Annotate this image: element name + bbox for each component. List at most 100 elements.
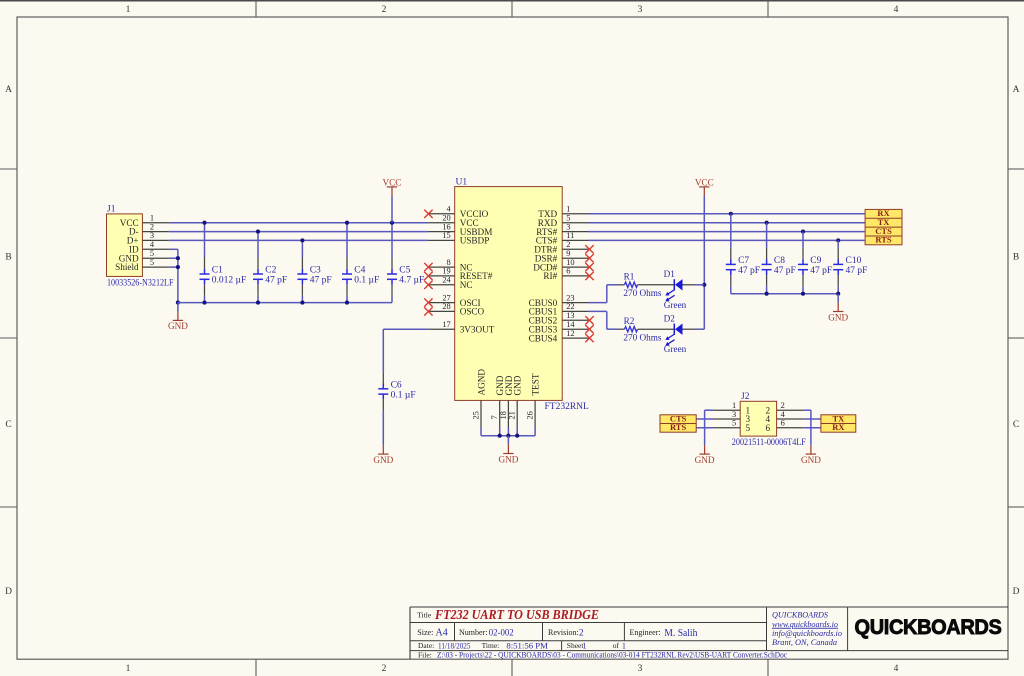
svg-text:2: 2 xyxy=(566,240,570,249)
svg-text:Green: Green xyxy=(664,344,687,354)
svg-text:5: 5 xyxy=(566,214,570,223)
svg-text:D: D xyxy=(5,587,12,597)
svg-text:A4: A4 xyxy=(436,628,448,639)
svg-text:19: 19 xyxy=(442,267,450,276)
svg-text:D+: D+ xyxy=(127,236,139,246)
svg-text:1: 1 xyxy=(126,664,131,674)
svg-text:DTR#: DTR# xyxy=(534,245,557,255)
svg-text:4.7 µF: 4.7 µF xyxy=(399,276,424,286)
svg-text:25: 25 xyxy=(471,411,480,419)
svg-text:D: D xyxy=(1013,587,1020,597)
svg-text:CTS#: CTS# xyxy=(536,236,558,246)
svg-text:C9: C9 xyxy=(810,256,821,266)
svg-text:11: 11 xyxy=(566,231,574,240)
svg-text:4: 4 xyxy=(766,414,771,424)
svg-text:Sheet: Sheet xyxy=(567,641,585,650)
svg-text:0.1 µF: 0.1 µF xyxy=(354,276,379,286)
svg-text:C: C xyxy=(5,420,11,430)
svg-text:TXD: TXD xyxy=(538,209,557,219)
svg-text:11/18/2025: 11/18/2025 xyxy=(438,641,471,650)
svg-text:GND: GND xyxy=(513,375,523,395)
svg-text:9: 9 xyxy=(566,249,570,258)
svg-text:47 pF: 47 pF xyxy=(738,266,760,276)
svg-text:3: 3 xyxy=(150,231,154,240)
svg-text:RI#: RI# xyxy=(543,271,557,281)
svg-text:28: 28 xyxy=(442,302,450,311)
svg-text:TX: TX xyxy=(832,413,845,423)
svg-text:0.1 µF: 0.1 µF xyxy=(391,391,416,401)
svg-text:www.quickboards.io: www.quickboards.io xyxy=(772,619,839,629)
svg-text:Number:: Number: xyxy=(459,628,487,637)
svg-text:10033526-N3212LF: 10033526-N3212LF xyxy=(107,279,174,289)
svg-text:4: 4 xyxy=(150,240,155,249)
svg-text:2: 2 xyxy=(766,405,771,415)
svg-text:FT232 UART TO USB BRIDGE: FT232 UART TO USB BRIDGE xyxy=(434,607,599,622)
svg-text:0.012 µF: 0.012 µF xyxy=(212,276,247,286)
svg-text:File:: File: xyxy=(418,650,432,659)
svg-text:AGND: AGND xyxy=(476,369,486,396)
svg-text:R1: R1 xyxy=(624,271,635,281)
svg-text:TEST: TEST xyxy=(531,373,541,395)
svg-text:Time:: Time: xyxy=(482,641,500,650)
svg-text:J1: J1 xyxy=(107,204,116,214)
svg-text:3: 3 xyxy=(566,222,570,231)
svg-text:47 pF: 47 pF xyxy=(265,276,287,286)
svg-text:C5: C5 xyxy=(399,266,410,276)
svg-text:GND: GND xyxy=(695,455,715,465)
svg-text:Engineer:: Engineer: xyxy=(630,628,661,637)
svg-text:D-: D- xyxy=(129,227,139,237)
svg-text:3: 3 xyxy=(638,5,643,15)
svg-text:A: A xyxy=(1013,85,1020,95)
svg-text:2: 2 xyxy=(579,629,584,639)
svg-text:1: 1 xyxy=(583,641,587,650)
svg-text:CBUS3: CBUS3 xyxy=(529,324,558,334)
svg-text:of: of xyxy=(613,641,620,650)
svg-text:1: 1 xyxy=(732,401,736,410)
svg-text:VCC: VCC xyxy=(460,218,479,228)
svg-text:270 Ohms: 270 Ohms xyxy=(623,288,661,298)
svg-text:OSCO: OSCO xyxy=(460,307,485,317)
svg-text:Size:: Size: xyxy=(417,628,433,637)
svg-text:USBDP: USBDP xyxy=(460,236,490,246)
svg-text:1: 1 xyxy=(746,405,751,415)
svg-text:C7: C7 xyxy=(738,256,749,266)
svg-text:1: 1 xyxy=(566,205,570,214)
svg-text:Title: Title xyxy=(417,610,432,619)
svg-text:12: 12 xyxy=(566,329,574,338)
svg-text:CBUS4: CBUS4 xyxy=(529,333,558,343)
svg-text:14: 14 xyxy=(566,320,575,329)
svg-text:GND: GND xyxy=(495,375,505,395)
svg-text:B: B xyxy=(5,253,11,263)
svg-text:D2: D2 xyxy=(664,314,676,324)
svg-text:10: 10 xyxy=(566,258,574,267)
svg-text:info@quickboards.io: info@quickboards.io xyxy=(772,628,843,638)
svg-text:3: 3 xyxy=(732,410,736,419)
svg-text:CBUS0: CBUS0 xyxy=(529,298,558,308)
svg-text:GND: GND xyxy=(828,312,848,322)
svg-text:RX: RX xyxy=(877,208,890,218)
svg-text:24: 24 xyxy=(442,276,451,285)
svg-text:2: 2 xyxy=(150,222,154,231)
svg-text:CBUS2: CBUS2 xyxy=(529,316,558,326)
svg-text:4: 4 xyxy=(894,5,899,15)
svg-text:1: 1 xyxy=(622,641,626,650)
svg-text:QUICKBOARDS: QUICKBOARDS xyxy=(772,610,829,620)
svg-text:VCC: VCC xyxy=(383,178,402,188)
svg-text:2: 2 xyxy=(382,5,387,15)
svg-text:2: 2 xyxy=(781,401,785,410)
svg-text:RXD: RXD xyxy=(538,218,558,228)
svg-text:4: 4 xyxy=(447,205,452,214)
svg-text:13: 13 xyxy=(566,311,574,320)
svg-text:USBDM: USBDM xyxy=(460,227,493,237)
svg-text:8: 8 xyxy=(447,258,451,267)
svg-text:VCC: VCC xyxy=(120,218,139,228)
svg-text:GND: GND xyxy=(504,375,514,395)
svg-text:6: 6 xyxy=(781,419,785,428)
svg-text:RTS#: RTS# xyxy=(536,227,557,237)
svg-text:CTS: CTS xyxy=(875,226,892,236)
svg-text:C8: C8 xyxy=(774,256,785,266)
svg-text:FT232RNL: FT232RNL xyxy=(545,402,590,412)
svg-text:CBUS1: CBUS1 xyxy=(529,307,558,317)
svg-text:C3: C3 xyxy=(310,266,321,276)
svg-text:RESET#: RESET# xyxy=(460,271,493,281)
